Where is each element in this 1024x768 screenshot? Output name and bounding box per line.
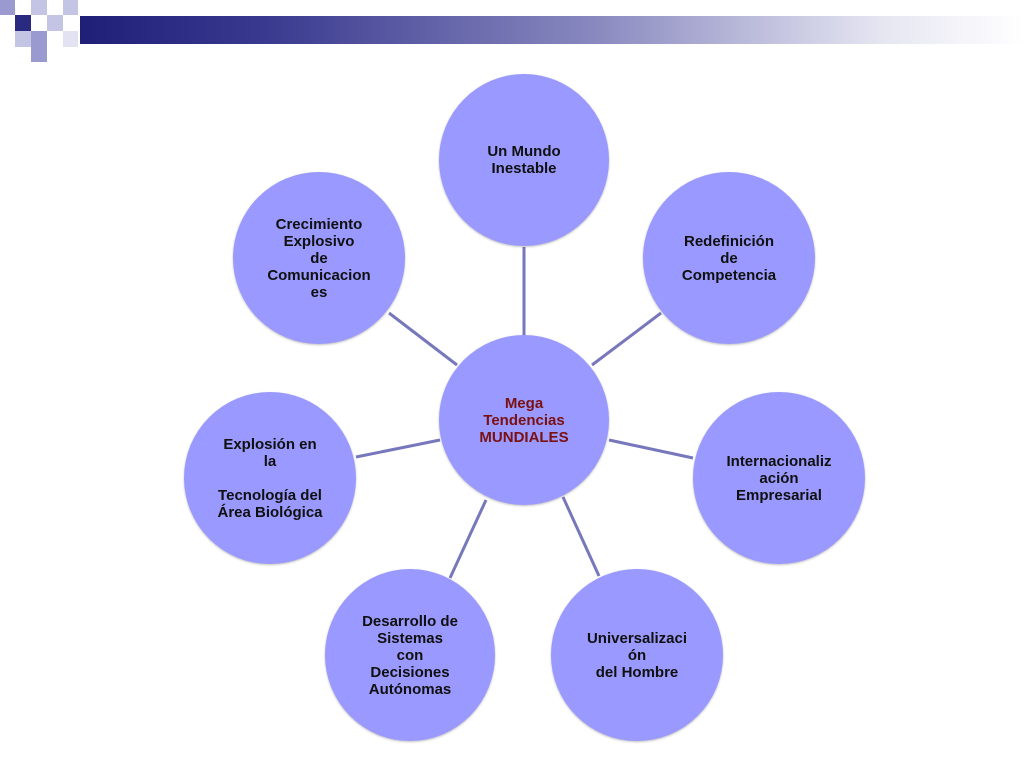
- node-label: Universalizaci ón del Hombre: [586, 629, 688, 681]
- connector-upper-left: [388, 311, 458, 367]
- node-label: Internacionaliz ación Empresarial: [726, 452, 832, 504]
- connector-upper-right: [591, 311, 662, 367]
- node-label: Un Mundo Inestable: [487, 143, 561, 177]
- node-label: Redefinición de Competencia: [681, 232, 777, 284]
- node-label: Desarrollo de Sistemas con Decisiones Au…: [362, 612, 458, 698]
- center-node: Mega Tendencias MUNDIALES: [439, 335, 609, 505]
- node-universalizacion-hombre: Universalizaci ón del Hombre: [551, 569, 723, 741]
- node-crecimiento-comunicaciones: Crecimiento Explosivo de Comunicacion es: [233, 172, 405, 344]
- node-redefinicion-competencia: Redefinición de Competencia: [643, 172, 815, 344]
- node-explosion-tecnologia: Explosión en la Tecnología del Área Biol…: [184, 392, 356, 564]
- node-label: Explosión en la Tecnología del Área Biol…: [217, 435, 323, 521]
- connector-lower-right: [561, 496, 601, 577]
- node-desarrollo-sistemas: Desarrollo de Sistemas con Decisiones Au…: [325, 569, 495, 741]
- node-label: Crecimiento Explosivo de Comunicacion es: [267, 215, 371, 301]
- node-internacionalizacion-empresarial: Internacionaliz ación Empresarial: [693, 392, 865, 564]
- connector-lower-left: [448, 499, 488, 579]
- center-node-label: Mega Tendencias MUNDIALES: [479, 394, 569, 446]
- connector-right: [608, 438, 694, 460]
- node-un-mundo-inestable: Un Mundo Inestable: [439, 74, 609, 246]
- title-gradient-bar: [80, 16, 1024, 44]
- connector-left: [355, 438, 441, 459]
